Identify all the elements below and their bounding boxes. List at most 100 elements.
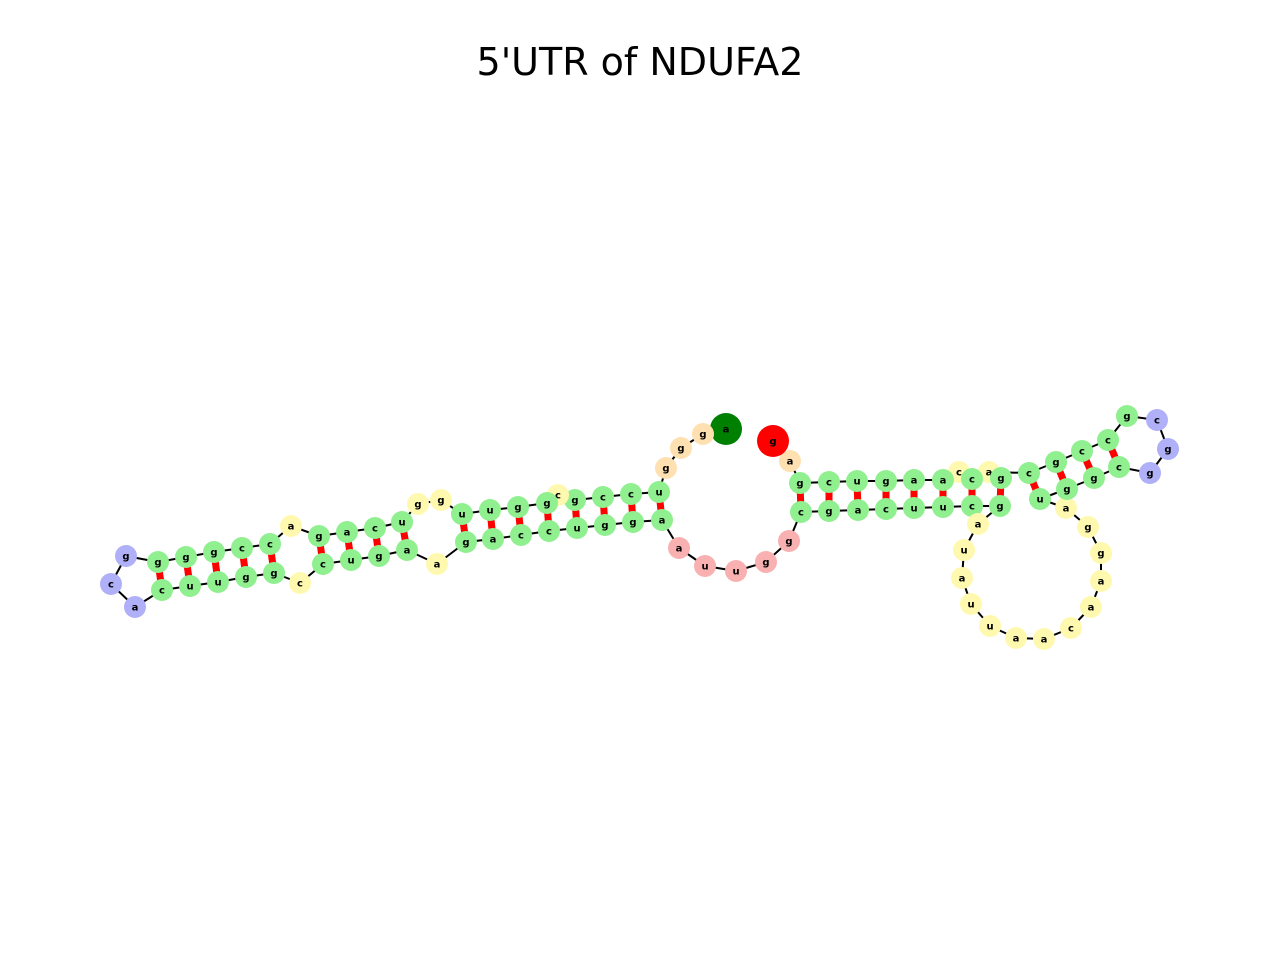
- nucleotide-59: c: [961, 495, 983, 517]
- nucleotide-label: c: [555, 491, 561, 502]
- nucleotide-circle: [1033, 628, 1055, 650]
- nucleotide-5: u: [648, 481, 670, 503]
- nucleotide-circle: [536, 492, 558, 514]
- nucleotide-10: g: [536, 492, 558, 514]
- nucleotide-label: g: [462, 538, 469, 549]
- nucleotide-label: g: [677, 444, 684, 455]
- nucleotide-label: c: [546, 527, 552, 538]
- nucleotide-label: a: [975, 520, 982, 531]
- nucleotide-circle: [778, 530, 800, 552]
- nucleotide-label: g: [785, 537, 792, 548]
- nucleotide-label: c: [1079, 447, 1085, 458]
- nucleotide-circle: [967, 513, 989, 535]
- nucleotide-label: a: [1088, 603, 1095, 614]
- nucleotide-92: g: [875, 470, 897, 492]
- nucleotide-circle: [790, 501, 812, 523]
- nucleotide-circle: [115, 545, 137, 567]
- nucleotide-label: a: [959, 574, 966, 585]
- nucleotide-44: u: [566, 517, 588, 539]
- nucleotide-label: g: [662, 464, 669, 475]
- nucleotide-label: u: [960, 546, 967, 557]
- nucleotide-circle: [263, 562, 285, 584]
- nucleotide-label: c: [628, 490, 634, 501]
- nucleotide-62: u: [953, 539, 975, 561]
- nucleotide-29: c: [151, 579, 173, 601]
- nucleotide-49: u: [694, 555, 716, 577]
- nucleotide-label: c: [1068, 624, 1074, 635]
- nucleotide-6: c: [620, 483, 642, 505]
- nucleotide-circle: [620, 483, 642, 505]
- nucleotide-69: a: [1080, 596, 1102, 618]
- nucleotide-circle: [179, 575, 201, 597]
- nucleotide-label: g: [1164, 445, 1171, 456]
- nucleotide-label: g: [1097, 549, 1104, 560]
- nucleotide-96: a: [779, 450, 801, 472]
- nucleotide-35: c: [312, 553, 334, 575]
- nucleotide-80: c: [1146, 409, 1168, 431]
- nucleotide-circle: [482, 528, 504, 550]
- nucleotide-33: g: [263, 562, 285, 584]
- nucleotide-label: a: [1013, 634, 1020, 645]
- nucleotide-label: a: [434, 560, 441, 571]
- nucleotide-label: a: [986, 468, 993, 479]
- nucleotide-label: c: [239, 544, 245, 555]
- nucleotide-circle: [336, 521, 358, 543]
- nucleotide-91: a: [903, 469, 925, 491]
- nucleotide-circle: [875, 498, 897, 520]
- nucleotide-53: c: [790, 501, 812, 523]
- nucleotide-circle: [875, 470, 897, 492]
- nucleotide-circle: [1090, 542, 1112, 564]
- nucleotide-48: a: [668, 537, 690, 559]
- nucleotide-16: u: [391, 511, 413, 533]
- nucleotide-label: g: [514, 503, 521, 514]
- nucleotide-label: a: [723, 425, 730, 436]
- nucleotide-76: g: [1083, 467, 1105, 489]
- nucleotide-39: a: [426, 553, 448, 575]
- nucleotide-52: g: [778, 530, 800, 552]
- nucleotide-41: a: [482, 528, 504, 550]
- nucleotide-63: a: [951, 567, 973, 589]
- nucleotide-circle: [592, 486, 614, 508]
- nucleotide-circle: [1029, 488, 1051, 510]
- nucleotide-circle: [124, 596, 146, 618]
- nucleotide-circle: [407, 493, 429, 515]
- nucleotide-label: u: [573, 524, 580, 535]
- nucleotide-circle: [932, 496, 954, 518]
- nucleotide-23: g: [203, 541, 225, 563]
- nucleotide-95: g: [789, 472, 811, 494]
- nucleotide-circle: [990, 467, 1012, 489]
- nucleotide-label: g: [154, 558, 161, 569]
- nucleotide-circle: [1080, 596, 1102, 618]
- nucleotide-label: g: [769, 437, 776, 448]
- nucleotide-circle: [391, 511, 413, 533]
- nucleotide-67: a: [1033, 628, 1055, 650]
- nucleotide-circle: [368, 545, 390, 567]
- nucleotide-label: g: [629, 518, 636, 529]
- nucleotide-label: c: [320, 560, 326, 571]
- nucleotide-circle: [175, 546, 197, 568]
- nucleotide-circle: [538, 520, 560, 542]
- nucleotide-90: a: [932, 469, 954, 491]
- nucleotide-label: g: [796, 479, 803, 490]
- nucleotide-27: c: [100, 573, 122, 595]
- nucleotide-1: a: [710, 413, 742, 445]
- nucleotide-36: u: [340, 549, 362, 571]
- nucleotide-circle: [1018, 462, 1040, 484]
- nucleotide-circle: [953, 539, 975, 561]
- nucleotide-circle: [280, 515, 302, 537]
- nucleotide-label: c: [969, 502, 975, 513]
- nucleotide-42: c: [510, 524, 532, 546]
- nucleotide-label: g: [543, 499, 550, 510]
- nucleotide-circle: [725, 560, 747, 582]
- nucleotide-label: u: [458, 510, 465, 521]
- nucleotide-circle: [779, 450, 801, 472]
- nucleotide-31: u: [207, 571, 229, 593]
- nucleotide-97: g: [757, 425, 789, 457]
- nucleotide-82: c: [1097, 429, 1119, 451]
- diagram-title: 5'UTR of NDUFA2: [476, 40, 804, 84]
- nucleotide-label: u: [398, 518, 405, 529]
- nucleotide-label: a: [787, 457, 794, 468]
- nucleotide-label: a: [1098, 577, 1105, 588]
- nucleotide-circle: [207, 571, 229, 593]
